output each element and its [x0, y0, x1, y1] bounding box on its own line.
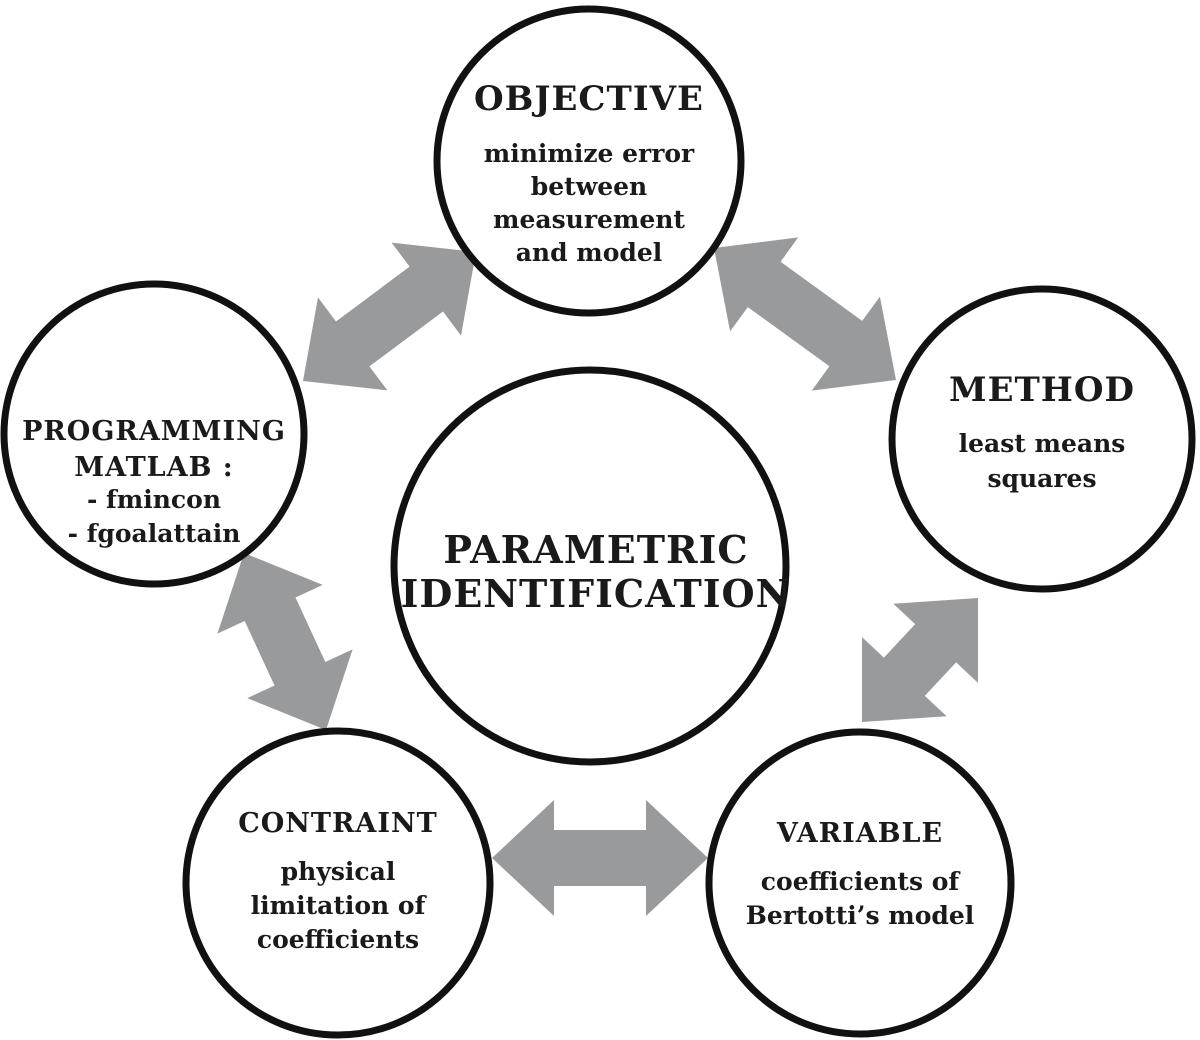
constraint-circle: [182, 727, 494, 1039]
arrow-variable-constraint: [492, 800, 708, 916]
center-node: PARAMETRIC IDENTIFICATION: [390, 366, 792, 766]
variable-line-2: Bertotti’s model: [746, 901, 975, 930]
center-circle: [390, 366, 790, 766]
variable-title: VARIABLE: [776, 818, 943, 849]
constraint-line-2: limitation of: [251, 891, 428, 920]
arrow-objective-method: [714, 237, 896, 391]
objective-title: OBJECTIVE: [474, 79, 704, 119]
method-line-2: squares: [987, 464, 1096, 493]
programming-line-1: PROGRAMMING: [22, 416, 286, 447]
constraint-line-3: coefficients: [257, 925, 419, 954]
arrow-programming-objective: [303, 242, 476, 391]
objective-line-2: between: [531, 172, 647, 201]
method-line-1: least means: [959, 429, 1126, 458]
objective-node: OBJECTIVE minimize error between measure…: [433, 5, 745, 317]
center-title-line-1: PARAMETRIC: [443, 527, 748, 572]
objective-circle: [433, 5, 745, 317]
method-circle: [888, 285, 1196, 593]
programming-node: PROGRAMMING MATLAB : - fmincon - fgoalat…: [0, 280, 308, 588]
programming-line-2: MATLAB :: [74, 452, 234, 483]
objective-line-1: minimize error: [484, 139, 695, 168]
center-title-line-2: IDENTIFICATION: [401, 571, 792, 616]
arrow-constraint-programming: [217, 553, 353, 730]
variable-circle: [705, 728, 1015, 1038]
constraint-line-1: physical: [281, 857, 396, 886]
objective-line-4: and model: [516, 238, 663, 267]
variable-node: VARIABLE coefficients of Bertotti’s mode…: [705, 728, 1015, 1038]
method-title: METHOD: [949, 370, 1135, 410]
programming-line-3: - fmincon: [87, 485, 221, 514]
programming-circle: [0, 280, 308, 588]
constraint-title: CONTRAINT: [238, 808, 438, 839]
constraint-node: CONTRAINT physical limitation of coeffic…: [182, 727, 494, 1039]
variable-line-1: coefficients of: [761, 867, 962, 896]
arrow-method-variable: [862, 598, 978, 722]
programming-line-4: - fgoalattain: [68, 519, 241, 548]
method-node: METHOD least means squares: [888, 285, 1196, 593]
objective-line-3: measurement: [493, 205, 685, 234]
